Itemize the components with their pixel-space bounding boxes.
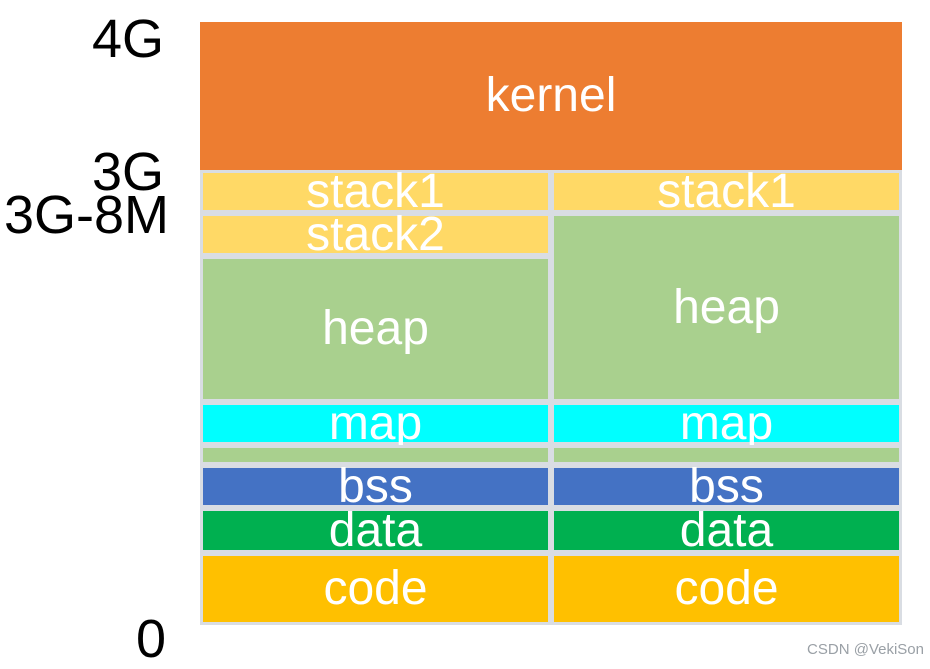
left-code-segment: code [200, 553, 551, 625]
right-heap-label: heap [673, 280, 780, 334]
left-data-segment: data [200, 503, 551, 557]
left-stack1-label: stack1 [306, 164, 445, 218]
right-heap-segment: heap [551, 213, 902, 402]
right-data-segment: data [551, 503, 902, 557]
left-stack2-label: stack2 [306, 207, 445, 261]
left-stack2-segment: stack2 [200, 207, 551, 261]
left-data-label: data [328, 503, 423, 557]
left-bss-segment: bss [200, 459, 551, 513]
address-label-3g: 3G [92, 142, 165, 202]
address-label-4g: 4G [92, 9, 165, 69]
right-map-segment: map [551, 396, 902, 450]
left-heap-segment: heap [200, 256, 551, 402]
right-map-label: map [679, 396, 774, 450]
right-bss-label: bss [689, 459, 764, 513]
kernel-segment: kernel [200, 22, 902, 170]
address-label-3g-8m: 3G-8M [4, 185, 170, 245]
right-stack1-label: stack1 [657, 164, 796, 218]
right-bss-segment: bss [551, 459, 902, 513]
left-code-label: code [323, 562, 428, 615]
address-label-0: 0 [136, 609, 167, 669]
left-gap-segment [200, 445, 551, 465]
right-stack1-segment: stack1 [551, 164, 902, 218]
watermark: CSDN @VekiSon [807, 641, 924, 658]
left-stack1-segment: stack1 [200, 164, 551, 218]
right-code-segment: code [551, 553, 902, 625]
left-map-label: map [328, 396, 423, 450]
kernel-label: kernel [485, 69, 617, 122]
right-gap-segment [551, 445, 902, 465]
left-map-segment: map [200, 396, 551, 450]
left-bss-label: bss [338, 459, 413, 513]
left-heap-label: heap [322, 302, 429, 355]
right-data-label: data [679, 503, 774, 557]
right-code-label: code [674, 562, 779, 615]
